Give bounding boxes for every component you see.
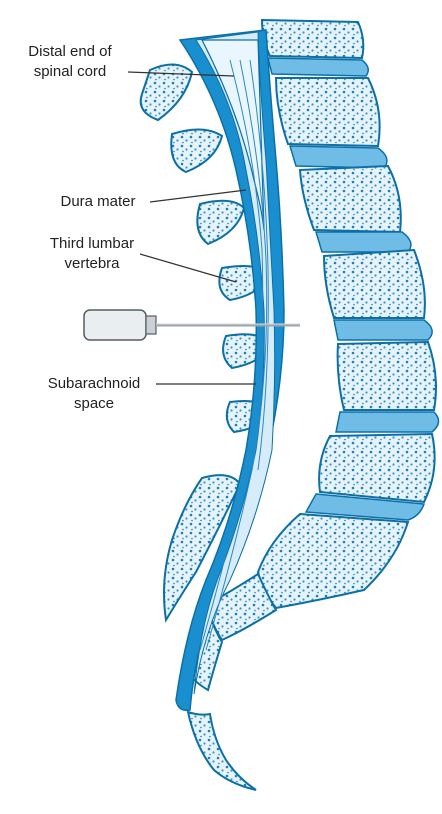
- leader-dura-mater: [150, 190, 246, 202]
- coccyx: [188, 712, 256, 790]
- vertebral-column: [186, 20, 439, 790]
- needle-hub: [84, 310, 146, 340]
- label-subarachnoid-line1: Subarachnoid: [48, 375, 141, 392]
- sacrum: [258, 514, 408, 608]
- vertebral-body-4: [338, 342, 436, 410]
- needle-hub-collar: [146, 316, 156, 334]
- labels: Distal end of spinal cord Dura mater Thi…: [28, 43, 140, 412]
- label-vertebra-line2: vertebra: [64, 255, 120, 272]
- vertebral-body-5: [319, 434, 435, 502]
- spinous-process-2: [171, 129, 222, 172]
- label-dura-mater: Dura mater: [60, 193, 135, 210]
- disc-1: [268, 58, 368, 76]
- label-subarachnoid-line2: space: [74, 395, 114, 412]
- label-spinal-cord-line2: spinal cord: [34, 63, 107, 80]
- spinous-process-3: [197, 201, 244, 244]
- label-vertebra-line1: Third lumbar: [50, 235, 134, 252]
- disc-4: [334, 320, 432, 340]
- label-spinal-cord-line1: Distal end of: [28, 43, 112, 60]
- vertebral-body-2: [300, 166, 401, 232]
- vertebral-body-3: [324, 250, 425, 318]
- disc-2: [290, 146, 387, 168]
- vertebral-body-1: [276, 78, 380, 146]
- vertebral-body-top: [262, 20, 363, 58]
- disc-3: [316, 232, 411, 252]
- disc-5: [336, 412, 439, 432]
